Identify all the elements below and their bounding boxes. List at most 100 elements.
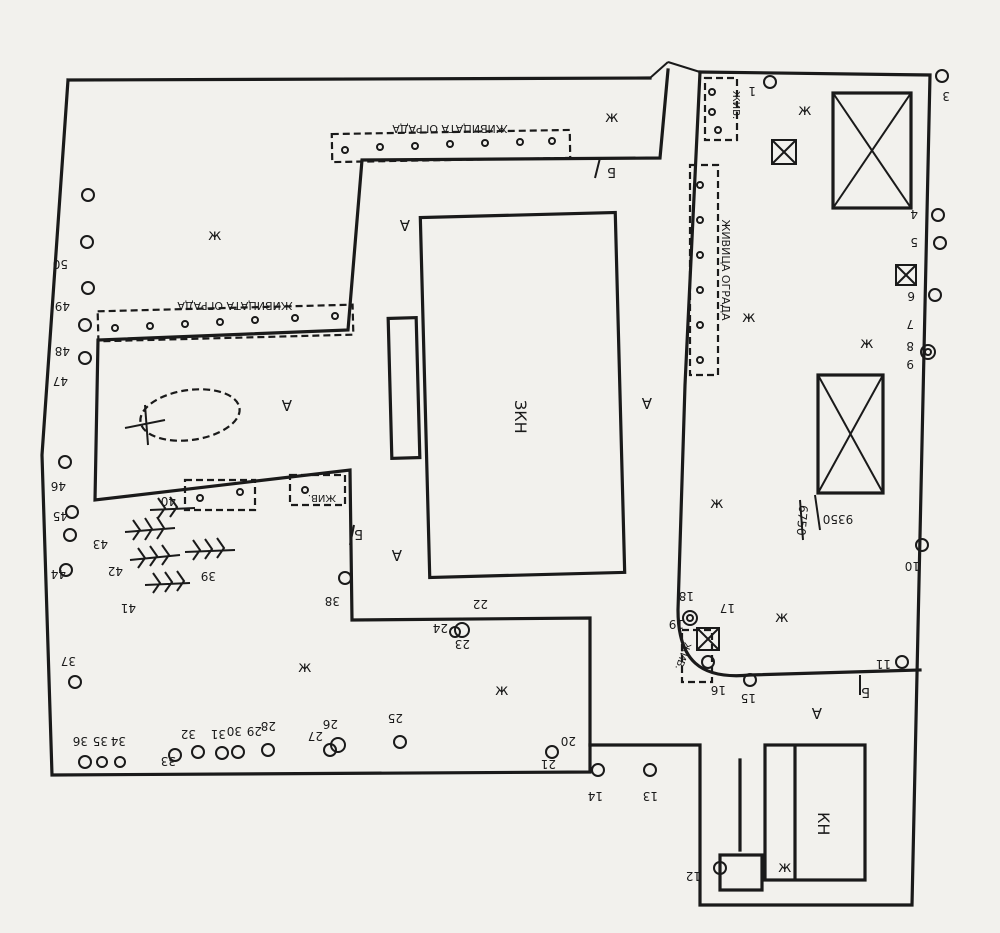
svg-text:14: 14 — [588, 789, 603, 803]
svg-text:8: 8 — [906, 339, 914, 353]
svg-text:ж: ж — [798, 101, 812, 119]
hedge-small-label-1: ЖИВ. — [730, 91, 741, 119]
svg-text:ж: ж — [710, 494, 724, 512]
hedge-top-right — [703, 76, 739, 142]
svg-text:13: 13 — [643, 789, 658, 803]
structure-box-top-right — [831, 91, 913, 210]
svg-text:22: 22 — [473, 597, 488, 611]
svg-text:43: 43 — [93, 537, 108, 551]
svg-text:41: 41 — [121, 601, 136, 615]
svg-text:25: 25 — [388, 711, 403, 725]
svg-text:23: 23 — [455, 637, 470, 651]
gate — [649, 61, 701, 79]
svg-text:А: А — [281, 396, 292, 414]
dimension-label-1: 6750 — [794, 505, 811, 537]
svg-text:35: 35 — [93, 734, 108, 748]
svg-text:24: 24 — [433, 621, 448, 635]
asphalt-area — [93, 68, 670, 747]
svg-text:46: 46 — [51, 479, 66, 493]
dimension-leader — [799, 494, 821, 541]
svg-text:ж: ж — [742, 308, 756, 326]
svg-text:26: 26 — [323, 717, 338, 731]
svg-text:А: А — [811, 704, 822, 722]
svg-text:3: 3 — [942, 89, 950, 103]
svg-text:12: 12 — [686, 869, 701, 883]
svg-text:Б: Б — [861, 684, 870, 699]
small-box-3 — [696, 627, 720, 651]
svg-text:А: А — [399, 216, 410, 234]
svg-text:ж: ж — [775, 608, 789, 626]
svg-text:7: 7 — [906, 317, 914, 331]
svg-text:34: 34 — [111, 734, 126, 748]
oval-feature — [139, 388, 241, 442]
svg-text:32: 32 — [181, 727, 196, 741]
svg-text:30: 30 — [227, 724, 242, 738]
svg-text:10: 10 — [905, 559, 920, 573]
svg-text:16: 16 — [711, 683, 726, 697]
svg-text:Б: Б — [607, 164, 616, 179]
svg-text:44: 44 — [51, 567, 66, 581]
svg-text:21: 21 — [541, 757, 556, 771]
hedge-top — [330, 128, 572, 164]
right-road — [676, 70, 922, 678]
svg-text:33: 33 — [161, 754, 176, 768]
hedge-top-label: ЖИВИЦАТА ОГРАДА — [392, 122, 508, 135]
small-box-2 — [895, 264, 917, 286]
svg-text:27: 27 — [308, 729, 323, 743]
building-small-label: КН — [814, 812, 833, 835]
hedge-left-label: ЖИВИЦАТА ОГРАДА — [177, 299, 293, 312]
hedge-right — [688, 163, 720, 377]
svg-text:5: 5 — [910, 235, 918, 249]
structure-box-mid-right — [816, 373, 885, 495]
svg-text:А: А — [641, 394, 652, 412]
hedge-right-label: ЖИВИЦА ОГРАДА — [719, 219, 732, 321]
building-main-label: ЗКН — [511, 400, 530, 434]
svg-text:15: 15 — [741, 691, 756, 705]
svg-text:47: 47 — [53, 374, 68, 388]
small-box-1 — [771, 139, 797, 165]
svg-text:37: 37 — [61, 654, 76, 668]
svg-text:ж: ж — [495, 681, 509, 699]
svg-text:45: 45 — [53, 509, 68, 523]
svg-text:Б: Б — [354, 526, 363, 541]
svg-text:19: 19 — [669, 617, 684, 631]
tree-markers — [58, 69, 949, 875]
annex-block — [386, 316, 422, 460]
tree-numbers: 1 3 4 5 6 7 8 9 10 11 12 13 14 15 16 17 … — [51, 84, 950, 883]
svg-text:31: 31 — [211, 727, 226, 741]
svg-text:42: 42 — [108, 564, 123, 578]
svg-text:36: 36 — [73, 734, 88, 748]
hedge-small-label-2: ЖИВ. — [308, 492, 336, 503]
svg-text:39: 39 — [201, 569, 216, 583]
svg-text:29: 29 — [247, 724, 262, 738]
svg-text:ж: ж — [605, 108, 619, 126]
svg-text:48: 48 — [55, 344, 70, 358]
svg-text:ж: ж — [298, 658, 312, 676]
svg-text:ж: ж — [778, 858, 792, 876]
building-main — [418, 210, 627, 580]
svg-text:1: 1 — [748, 84, 756, 98]
svg-text:11: 11 — [876, 657, 891, 671]
svg-text:49: 49 — [55, 299, 70, 313]
svg-text:ж: ж — [860, 334, 874, 352]
svg-text:28: 28 — [261, 719, 276, 733]
dimension-label-2: 9350 — [823, 512, 854, 526]
svg-text:40: 40 — [161, 494, 176, 508]
hedge-small-bottom — [183, 473, 347, 512]
curb-ticks — [349, 157, 861, 695]
svg-text:38: 38 — [325, 594, 340, 608]
small-annex — [718, 853, 764, 892]
hedge-small-mid-right — [680, 628, 714, 684]
svg-text:17: 17 — [720, 601, 735, 615]
site-boundary — [40, 70, 932, 907]
asphalt-labels: А А А А А — [281, 216, 822, 722]
svg-text:ж: ж — [208, 226, 222, 244]
svg-text:50: 50 — [53, 257, 68, 271]
svg-text:20: 20 — [561, 734, 576, 748]
curb-labels: Б Б Б — [354, 164, 870, 699]
svg-text:А: А — [391, 546, 402, 564]
svg-text:6: 6 — [907, 289, 915, 303]
building-small — [763, 743, 867, 882]
svg-text:18: 18 — [679, 589, 694, 603]
